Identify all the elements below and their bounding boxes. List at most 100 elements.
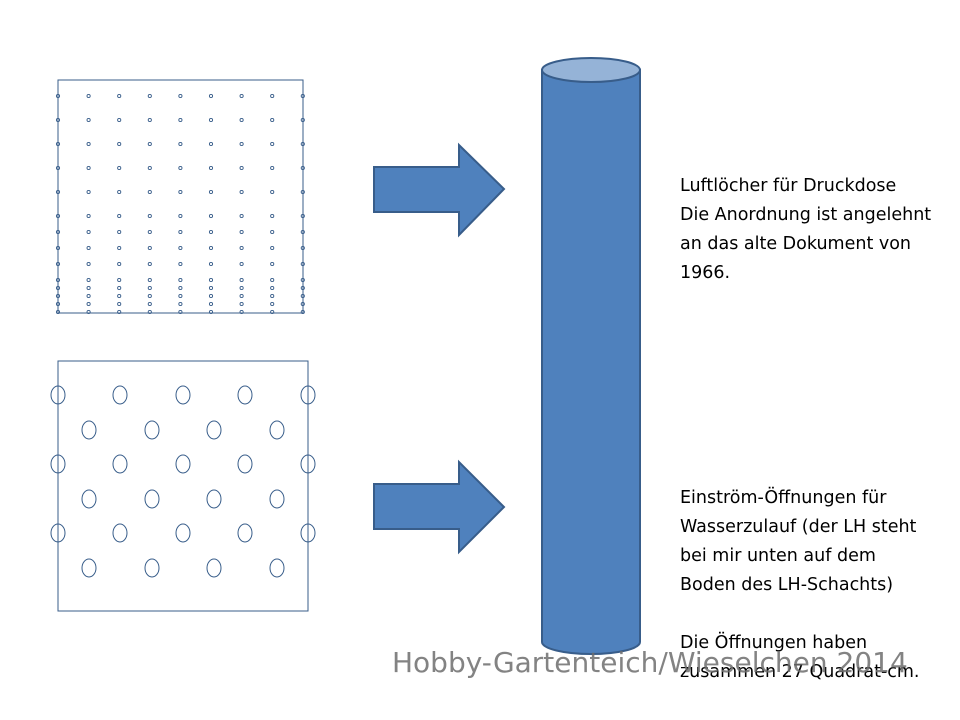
inflow-opening (269, 558, 285, 578)
air-hole (117, 309, 122, 315)
air-hole (178, 189, 183, 195)
air-hole (117, 293, 122, 299)
air-hole (208, 165, 214, 171)
air-holes-note: Luftlöcher für Druckdose Die Anordnung i… (680, 172, 960, 288)
air-hole (208, 141, 214, 147)
air-hole (208, 261, 214, 267)
air-hole (300, 141, 305, 147)
air-hole (208, 189, 214, 195)
air-hole (239, 293, 244, 299)
inflow-opening (81, 558, 97, 578)
inflow-openings-panel (57, 360, 309, 612)
air-hole (86, 141, 91, 147)
inflow-opening (300, 385, 316, 405)
air-hole (239, 117, 244, 123)
air-hole (55, 141, 61, 147)
air-hole (270, 189, 275, 195)
air-hole (178, 141, 183, 147)
air-hole (270, 293, 275, 299)
watermark-text: Hobby-Gartenteich/Wieselchen 2014 (392, 646, 908, 679)
note-line (680, 600, 960, 629)
inflow-opening (269, 420, 285, 440)
inflow-opening (175, 523, 191, 543)
air-hole (117, 189, 122, 195)
air-hole (147, 309, 152, 315)
air-hole (178, 293, 183, 299)
air-hole (55, 213, 61, 219)
inflow-opening (300, 523, 316, 543)
inflow-opening (206, 558, 222, 578)
air-hole (239, 213, 244, 219)
air-hole (55, 301, 61, 307)
air-hole (239, 141, 244, 147)
air-hole (55, 285, 61, 291)
air-holes-group (55, 93, 305, 315)
air-hole (300, 165, 305, 171)
air-hole (208, 285, 214, 291)
air-hole (300, 309, 305, 315)
air-hole (86, 165, 91, 171)
air-hole (178, 93, 183, 99)
inflow-opening (300, 454, 316, 474)
inflow-opening (269, 489, 285, 509)
cylinder-body (541, 69, 641, 655)
inflow-opening (144, 420, 160, 440)
air-hole (117, 213, 122, 219)
note-line: Die Öffnungen haben (680, 633, 868, 653)
air-hole (270, 261, 275, 267)
inflow-opening (112, 385, 128, 405)
inflow-opening (50, 523, 66, 543)
air-hole (208, 229, 214, 235)
air-hole (86, 245, 91, 251)
air-hole (147, 261, 152, 267)
inflow-opening (237, 523, 253, 543)
air-hole (178, 117, 183, 123)
air-hole (239, 285, 244, 291)
inflow-opening (206, 420, 222, 440)
inflow-opening (81, 489, 97, 509)
air-hole (300, 229, 305, 235)
note-line: Einström-Öffnungen für (680, 488, 887, 508)
air-hole (147, 93, 152, 99)
air-hole (270, 229, 275, 235)
air-hole (117, 277, 122, 283)
air-hole (300, 301, 305, 307)
inflow-opening (50, 385, 66, 405)
air-hole (86, 117, 91, 123)
inflow-opening (112, 454, 128, 474)
arrow-bottom (373, 459, 506, 555)
air-hole (239, 277, 244, 283)
air-hole (270, 165, 275, 171)
air-hole (147, 277, 152, 283)
air-hole (86, 301, 91, 307)
note-line: Boden des LH-Schachts) (680, 575, 894, 595)
air-hole (178, 277, 183, 283)
air-hole (147, 117, 152, 123)
inflow-openings-note: Einström-Öffnungen für Wasserzulauf (der… (680, 484, 960, 687)
air-hole (117, 285, 122, 291)
air-hole (86, 261, 91, 267)
air-hole (86, 93, 91, 99)
air-hole (55, 189, 61, 195)
air-hole (117, 261, 122, 267)
air-hole (178, 229, 183, 235)
air-hole (300, 245, 305, 251)
air-hole (147, 285, 152, 291)
air-hole (55, 309, 61, 315)
air-hole (178, 285, 183, 291)
note-line: Wasserzulauf (der LH steht (680, 517, 917, 537)
air-hole (239, 229, 244, 235)
inflow-opening (237, 385, 253, 405)
air-hole (239, 189, 244, 195)
air-hole (147, 189, 152, 195)
air-hole (208, 301, 214, 307)
air-hole (117, 245, 122, 251)
air-hole (86, 309, 91, 315)
air-hole (270, 213, 275, 219)
air-hole (270, 309, 275, 315)
air-hole (270, 277, 275, 283)
note-line: Luftlöcher für Druckdose (680, 176, 897, 196)
note-line: Die Anordnung ist angelehnt (680, 205, 932, 225)
air-hole (208, 117, 214, 123)
